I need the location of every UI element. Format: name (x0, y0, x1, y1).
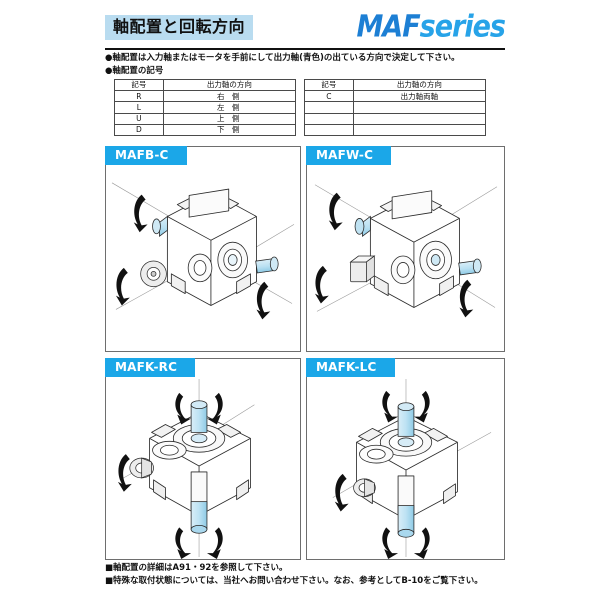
figure-panel-mafk-rc: MAFK-RC (105, 358, 301, 560)
notes-block: ●軸配置は入力軸またはモータを手前にして出力軸(青色)の出ている方向で決定して下… (105, 52, 505, 78)
note-line-2: ●軸配置の記号 (105, 65, 164, 76)
row-direction-c: 出力軸両軸 (352, 90, 487, 103)
footer-line-2: ■特殊な取付状態については、当社へお問い合わせ下さい。なお、参考としてB-10を… (105, 576, 483, 587)
table-column-gap (295, 124, 305, 136)
note-line-1: ●軸配置は入力軸またはモータを手前にして出力軸(青色)の出ている方向で決定して下… (105, 53, 460, 63)
table-row: U 上 側 (114, 112, 487, 125)
gearbox-vertical-shaft-right-figure (106, 377, 300, 559)
figure-panel-mafk-lc: MAFK-LC (306, 358, 505, 560)
panel-label-mafb-c: MAFB-C (105, 146, 187, 165)
table-header-row: 記号 出力軸の方向 記号 出力軸の方向 (114, 78, 487, 92)
brand-primary: MAF (356, 9, 420, 45)
table-row: D 下 側 (114, 123, 487, 136)
row-code-empty (303, 101, 354, 114)
row-direction-l: 左 側 (162, 101, 297, 114)
table-column-gap (295, 79, 305, 91)
row-direction-u: 上 側 (162, 112, 297, 125)
header-code-right: 記号 (303, 78, 354, 92)
row-code-l: L (114, 101, 164, 114)
panel-label-mafk-rc: MAFK-RC (105, 358, 196, 377)
row-direction-empty (352, 123, 487, 136)
footer-line-1: ■軸配置の詳細はA91・92を参照して下さい。 (105, 563, 288, 573)
gearbox-vertical-shaft-left-figure (307, 377, 504, 559)
row-code-empty (303, 112, 354, 125)
row-code-empty (303, 123, 354, 136)
table-column-gap (295, 101, 305, 114)
row-code-r: R (114, 90, 164, 103)
footer-notes: ■軸配置の詳細はA91・92を参照して下さい。 ■特殊な取付状態については、当社… (105, 562, 505, 588)
gearbox-horizontal-shaft-right-figure (106, 165, 300, 351)
row-direction-r: 右 側 (162, 90, 297, 103)
header-code-left: 記号 (114, 78, 164, 92)
brand-logo: MAFseries (356, 9, 506, 45)
panel-label-mafw-c: MAFW-C (306, 146, 392, 165)
figure-panel-mafw-c: MAFW-C (306, 146, 505, 352)
row-direction-empty (352, 112, 487, 125)
row-code-u: U (114, 112, 164, 125)
table-row: R 右 側 C 出力軸両軸 (114, 90, 487, 103)
panel-label-mafk-lc: MAFK-LC (306, 358, 395, 377)
table-column-gap (295, 113, 305, 125)
row-code-d: D (114, 123, 164, 136)
row-direction-d: 下 側 (162, 123, 297, 136)
figure-panel-mafb-c: MAFB-C (105, 146, 301, 352)
brand-secondary: series (419, 9, 506, 45)
header-direction-left: 出力軸の方向 (162, 78, 297, 92)
table-column-gap (295, 90, 305, 102)
row-code-c: C (303, 90, 354, 103)
table-row: L 左 側 (114, 101, 487, 114)
header-direction-right: 出力軸の方向 (352, 78, 487, 92)
header-divider (105, 48, 505, 50)
symbol-table: 記号 出力軸の方向 記号 出力軸の方向 R 右 側 C 出力軸両軸 L 左 側 (114, 78, 487, 136)
row-direction-empty (352, 101, 487, 114)
page-header: 軸配置と回転方向 MAFseries (105, 9, 506, 46)
gearbox-horizontal-shaft-left-figure (307, 165, 504, 351)
page-title: 軸配置と回転方向 (105, 15, 254, 40)
